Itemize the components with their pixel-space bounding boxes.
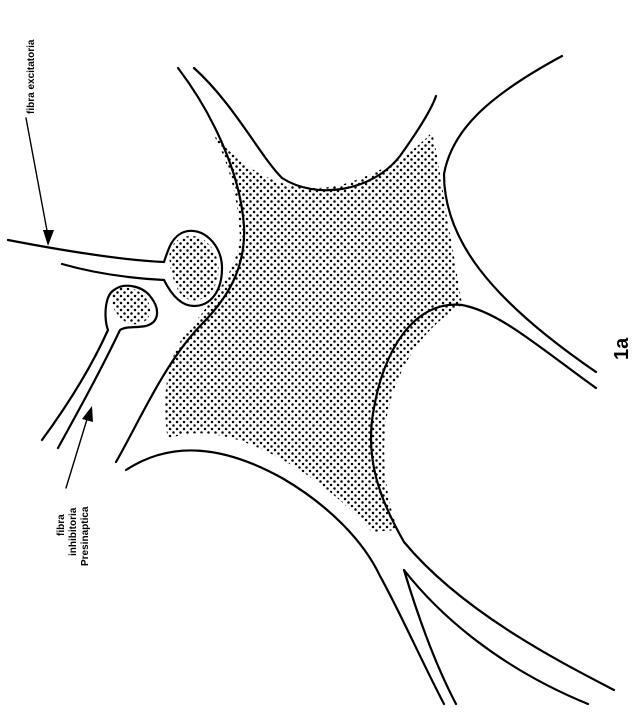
inhibitory-fiber-label-line1: fibra [56,514,67,536]
inhibitory-fiber-label-line3: Presinaptica [80,506,91,566]
inhibitory-fiber-label-line2: inhibitoria [68,507,79,556]
cell-body-stipple [165,132,462,532]
inhibitory-arrow [66,406,93,488]
figure-number: 1a [611,337,633,360]
excitatory-arrow [26,118,54,246]
inhibitory-bouton-stipple [112,287,150,324]
excitatory-fiber-label: fibra excitatoria [26,39,37,114]
excitatory-bouton-stipple [169,236,218,300]
